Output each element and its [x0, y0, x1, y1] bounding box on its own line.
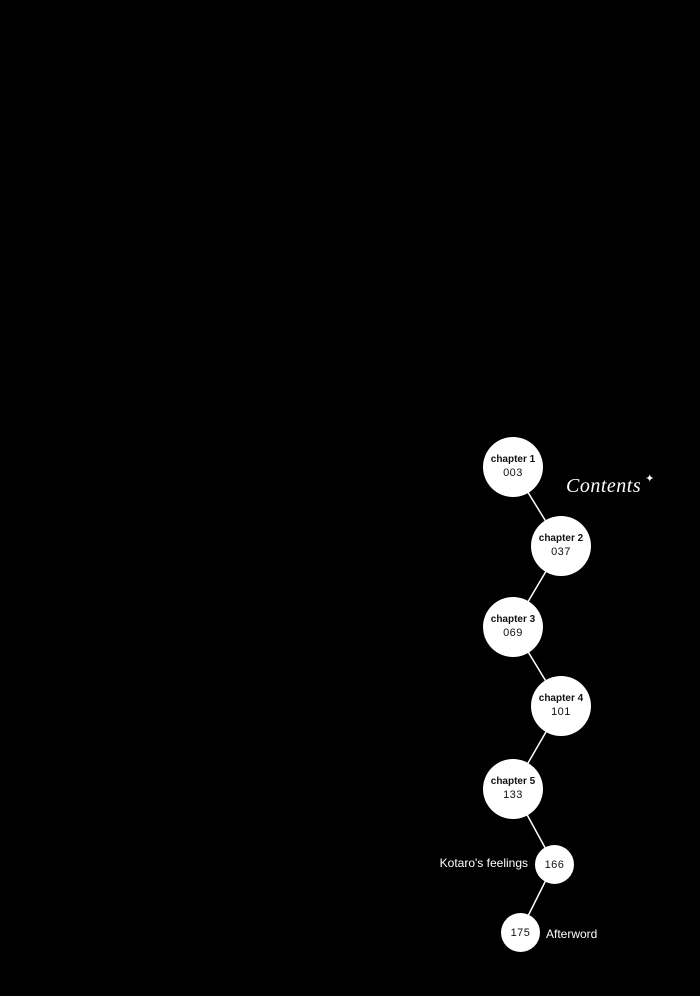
entry-page: 037	[551, 546, 571, 558]
entry-label: chapter 5	[490, 776, 536, 787]
toc-entry-chapter-4[interactable]: chapter 4 101	[531, 676, 591, 736]
toc-entry-chapter-3[interactable]: chapter 3 069	[483, 597, 543, 657]
entry-page: 133	[503, 789, 523, 801]
entry-label: chapter 3	[490, 614, 536, 625]
contents-title: Contents	[566, 475, 642, 497]
entry-label-afterword: Afterword	[546, 927, 598, 941]
sparkle-icon: ✦	[645, 473, 655, 485]
entry-page: 175	[510, 926, 531, 939]
toc-entry-chapter-5[interactable]: chapter 5 133	[483, 759, 543, 819]
entry-label: chapter 1	[490, 454, 536, 465]
entry-page: 166	[544, 858, 565, 871]
entry-label-kotaros-feelings: Kotaro's feelings	[439, 856, 528, 870]
contents-heading: Contents ✦	[566, 474, 654, 498]
toc-entry-afterword[interactable]: 175	[501, 913, 540, 952]
entry-page: 003	[503, 467, 523, 479]
entry-page: 069	[503, 627, 523, 639]
entry-page: 101	[551, 706, 571, 718]
entry-label: chapter 2	[538, 533, 584, 544]
toc-entry-chapter-2[interactable]: chapter 2 037	[531, 516, 591, 576]
toc-entry-chapter-1[interactable]: chapter 1 003	[483, 437, 543, 497]
entry-label: chapter 4	[538, 693, 584, 704]
toc-entry-kotaros-feelings[interactable]: 166	[535, 845, 574, 884]
